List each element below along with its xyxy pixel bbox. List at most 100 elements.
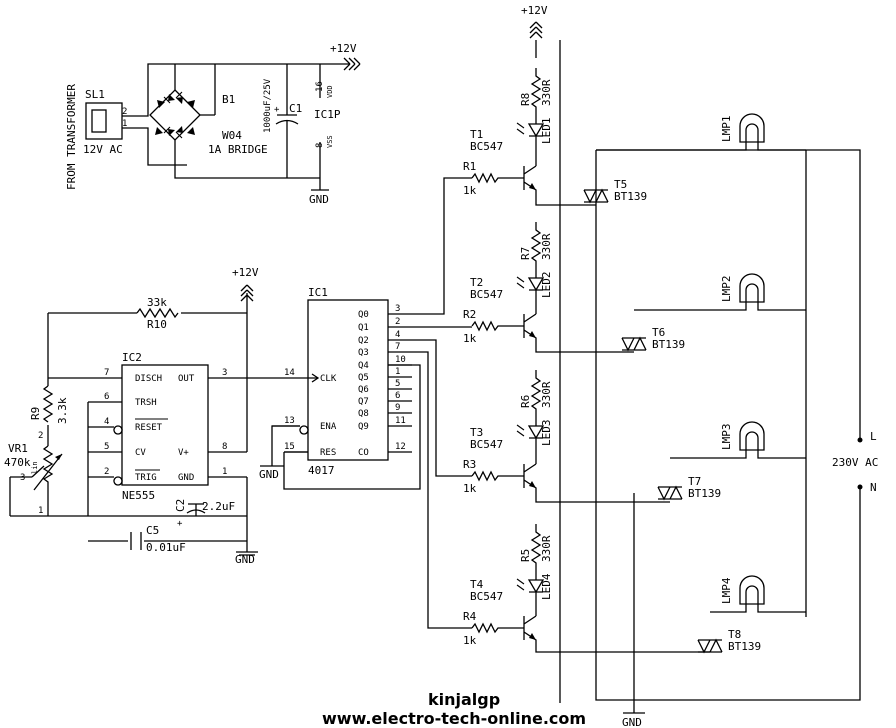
triac-label: T6 bbox=[652, 326, 665, 339]
ac-l-terminal bbox=[857, 437, 863, 443]
r9-label: R9 bbox=[29, 407, 42, 420]
resistor-r5 bbox=[530, 524, 542, 580]
cd4017-route-wires bbox=[412, 177, 472, 629]
led-resistor-label: R7 bbox=[519, 247, 532, 260]
cd4017-out-pin-12: 12 bbox=[395, 442, 406, 452]
base-resistor-label: R1 bbox=[463, 160, 476, 173]
trig-bubble bbox=[113, 476, 123, 486]
lamp-lmp4 bbox=[710, 575, 806, 613]
led-led2 bbox=[527, 277, 545, 314]
transistor-part: BC547 bbox=[470, 140, 503, 153]
website-label: www.electro-tech-online.com bbox=[322, 709, 586, 728]
resistor-r2 bbox=[471, 320, 524, 332]
resistor-r1 bbox=[471, 172, 524, 184]
cd4017-pin-name-15: RES bbox=[320, 448, 336, 458]
triac-part: BT139 bbox=[728, 640, 761, 653]
cd4017-wires bbox=[260, 364, 421, 490]
ac-mains-section: L 230V AC N GND +12V bbox=[521, 4, 878, 728]
lamp-lmp1 bbox=[596, 113, 806, 151]
c2-value: 2.2uF bbox=[202, 500, 235, 513]
cd4017-pin-num-15: 15 bbox=[284, 442, 295, 452]
base-resistor-value: 1k bbox=[463, 184, 477, 197]
transistor-label: T2 bbox=[470, 276, 483, 289]
ne555-pin-name-1: GND bbox=[178, 473, 194, 483]
ne555-pin-num-3: 3 bbox=[222, 368, 227, 378]
ac-n-label: N bbox=[870, 481, 877, 494]
ne555-pin-name-4: RESET bbox=[135, 423, 163, 433]
reset-bubble bbox=[113, 425, 123, 435]
led-light-arrows bbox=[516, 276, 525, 289]
lamp-label: LMP1 bbox=[720, 116, 733, 143]
pot-vr1 bbox=[31, 445, 63, 516]
ic2-label: IC2 bbox=[122, 351, 142, 364]
led-label: LED4 bbox=[540, 573, 553, 600]
ne555-pin-name-8: V+ bbox=[178, 448, 189, 458]
cd4017-out-q8: Q8 bbox=[358, 409, 369, 419]
c1-label: C1 bbox=[289, 102, 302, 115]
cd4017-out-pin-9: 9 bbox=[395, 403, 400, 413]
led-light-arrows bbox=[516, 122, 525, 135]
ne555-pin-num-5: 5 bbox=[104, 442, 109, 452]
ac-l-label: L bbox=[870, 430, 877, 443]
led-led3 bbox=[527, 425, 545, 464]
transistor-label: T4 bbox=[470, 578, 484, 591]
ic1p-wires bbox=[287, 63, 350, 190]
vr1-label: VR1 bbox=[8, 442, 28, 455]
lamp-label: LMP4 bbox=[720, 577, 733, 604]
resistor-r10 bbox=[136, 307, 179, 319]
vr1-lin: lin bbox=[31, 461, 39, 474]
vr1-value: 470k bbox=[4, 456, 31, 469]
lamp-lmp2 bbox=[634, 273, 806, 311]
ne555-pin-name-7: DISCH bbox=[135, 374, 162, 384]
arrow-12v-top bbox=[529, 21, 543, 58]
lamp-lmp3 bbox=[670, 421, 806, 459]
cd4017-out-q7: Q7 bbox=[358, 397, 369, 407]
r9-value: 3.3k bbox=[56, 397, 69, 424]
cd4017-out-pin-5: 5 bbox=[395, 379, 400, 389]
cd4017-out-pin-3: 3 bbox=[395, 304, 400, 314]
bridge-b1-label: B1 bbox=[222, 93, 235, 106]
resistor-r8 bbox=[530, 68, 542, 124]
ne555-pin-num-2: 2 bbox=[104, 467, 109, 477]
arrow-12v-555 bbox=[240, 284, 254, 313]
clk-triangle bbox=[311, 373, 320, 383]
transistor-emitter-arrow bbox=[529, 183, 536, 190]
gnd-555-label: GND bbox=[235, 553, 255, 566]
sl1-connector bbox=[85, 102, 123, 140]
bridge-to-rail bbox=[174, 64, 320, 179]
led-light-arrows bbox=[516, 424, 525, 437]
gnd-top-label: GND bbox=[309, 193, 329, 206]
plus12v-top-label: +12V bbox=[521, 4, 548, 17]
plus12v-supply-label: +12V bbox=[330, 42, 357, 55]
cd4017-out-pin-4: 4 bbox=[395, 330, 400, 340]
led-label: LED2 bbox=[540, 272, 553, 299]
triac-t7 bbox=[657, 485, 683, 501]
ic1p-vdd-label: VDD bbox=[326, 85, 334, 98]
c5-label: C5 bbox=[146, 524, 159, 537]
sl1-value: 12V AC bbox=[83, 143, 123, 156]
led-resistor-value: 330R bbox=[540, 535, 553, 562]
transistor-emitter-arrow bbox=[529, 481, 536, 488]
transistor-t3 bbox=[523, 463, 670, 503]
author-label: kinjalgp bbox=[428, 690, 500, 709]
c2-label: C2 bbox=[174, 499, 187, 512]
base-resistor-value: 1k bbox=[463, 482, 477, 495]
ne555-part: NE555 bbox=[122, 489, 155, 502]
bridge-rectifier-b1 bbox=[149, 64, 215, 165]
from-transformer-label: FROM TRANSFORMER bbox=[65, 84, 78, 190]
cd4017-out-q1: Q1 bbox=[358, 323, 369, 333]
cd4017-body bbox=[307, 299, 389, 461]
ic1-label: IC1 bbox=[308, 286, 328, 299]
led-label: LED1 bbox=[540, 118, 553, 145]
transistor-emitter-arrow bbox=[529, 633, 536, 640]
c2-plus: + bbox=[177, 519, 183, 529]
